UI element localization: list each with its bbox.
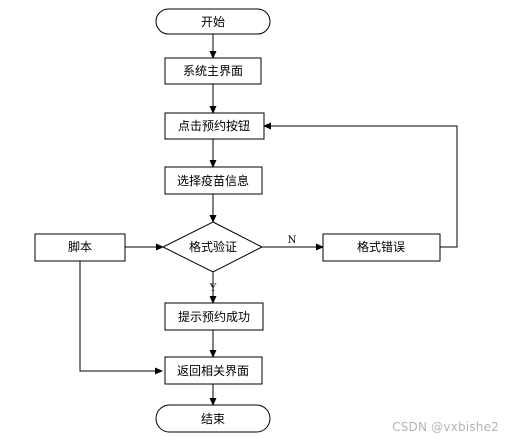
node-main-ui-shape	[164, 57, 262, 85]
node-format-check-shape	[161, 221, 264, 273]
node-script-shape	[34, 233, 126, 262]
edge-error-loop-to-click	[263, 122, 458, 248]
node-reserve-success-shape	[164, 302, 264, 331]
node-start-label: 开始	[201, 15, 225, 29]
watermark: CSDN @vxbishe2	[392, 420, 499, 434]
node-click-reserve-label: 点击预约按钮	[178, 118, 250, 133]
node-return-ui-shape	[164, 356, 263, 385]
edge-label-no: N	[288, 235, 297, 246]
node-format-check-label: 格式验证	[189, 239, 237, 254]
node-end-label: 结束	[201, 412, 225, 426]
edge-label-yes: Y	[209, 283, 217, 294]
node-script-label: 脚本	[68, 239, 92, 254]
node-reserve-success-label: 提示预约成功	[178, 309, 250, 324]
node-main-ui-label: 系统主界面	[183, 64, 243, 78]
node-format-error-shape	[322, 233, 441, 262]
node-start-shape	[155, 8, 271, 35]
node-select-vaccine-label: 选择疫苗信息	[177, 173, 249, 188]
node-return-ui-label: 返回相关界面	[177, 364, 249, 378]
node-end-shape	[155, 404, 271, 433]
edge-script-to-return	[79, 261, 163, 375]
node-select-vaccine-shape	[164, 166, 263, 195]
node-format-error-label: 格式错误	[357, 239, 405, 254]
node-click-reserve-shape	[164, 112, 265, 140]
